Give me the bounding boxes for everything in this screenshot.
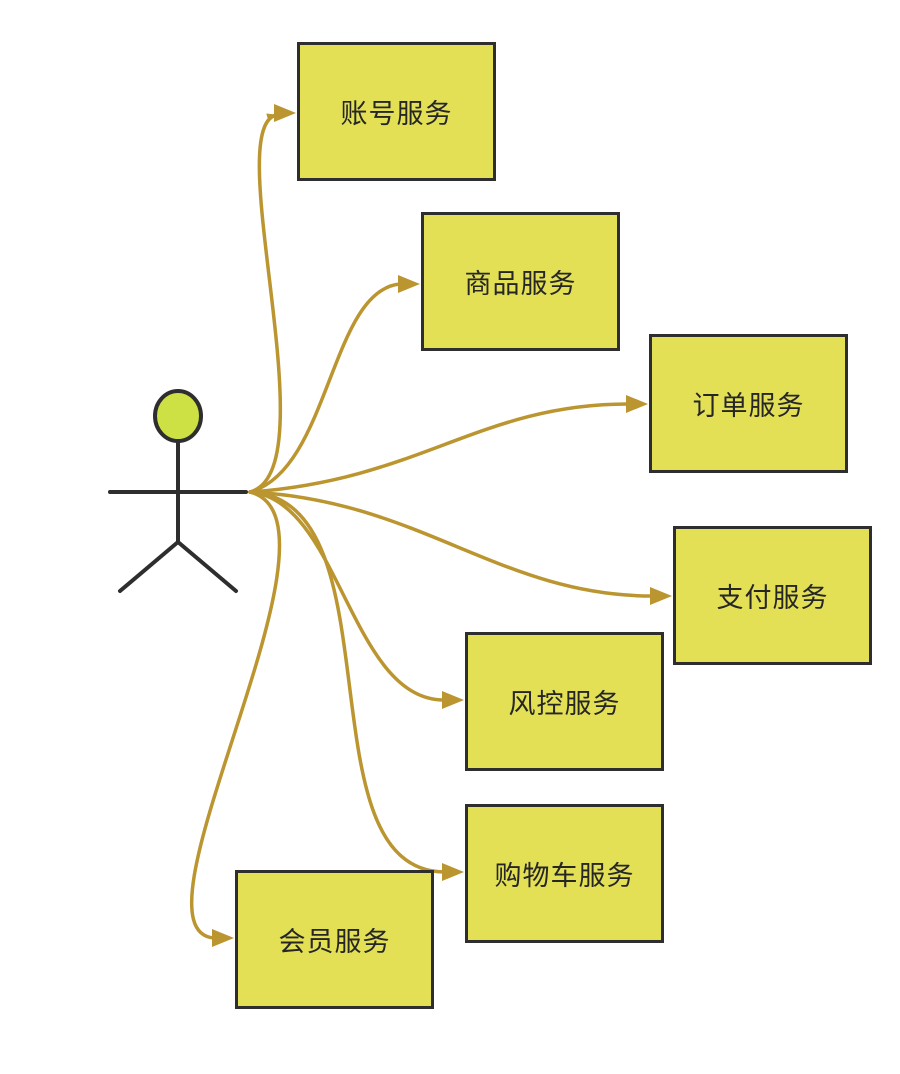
service-label-member: 会员服务 xyxy=(278,927,391,958)
service-label-risk: 风控服务 xyxy=(508,689,621,720)
service-box-account[interactable]: 账号服务 xyxy=(297,42,496,181)
arrow-head-cart xyxy=(442,863,464,881)
service-label-account: 账号服务 xyxy=(340,99,453,130)
actor-right-leg xyxy=(176,540,238,593)
connector-arrows xyxy=(190,104,672,947)
arrow-to-account xyxy=(248,113,283,494)
arrow-head-order xyxy=(626,395,648,413)
arrow-head-risk xyxy=(442,691,464,709)
arrow-head-member xyxy=(212,929,234,947)
arrow-to-member xyxy=(190,490,282,940)
arrow-to-product xyxy=(248,282,402,494)
service-box-risk[interactable]: 风控服务 xyxy=(465,632,664,771)
actor-left-leg xyxy=(118,540,180,593)
stick-figure-user-icon xyxy=(108,389,248,593)
arrow-to-cart xyxy=(248,490,446,874)
service-label-payment: 支付服务 xyxy=(716,583,829,614)
arrow-head-account xyxy=(274,104,296,122)
service-box-order[interactable]: 订单服务 xyxy=(649,334,848,473)
actor-head xyxy=(153,389,203,443)
arrow-to-order xyxy=(248,402,630,494)
service-box-member[interactable]: 会员服务 xyxy=(235,870,434,1009)
service-label-product: 商品服务 xyxy=(464,269,577,300)
service-box-product[interactable]: 商品服务 xyxy=(421,212,620,351)
service-label-order: 订单服务 xyxy=(692,391,805,422)
service-box-cart[interactable]: 购物车服务 xyxy=(465,804,664,943)
arrow-to-payment xyxy=(248,490,654,598)
arrow-head-payment xyxy=(650,587,672,605)
arrow-head-product xyxy=(398,275,420,293)
arrow-to-risk xyxy=(248,490,446,702)
service-box-payment[interactable]: 支付服务 xyxy=(673,526,872,665)
service-label-cart: 购物车服务 xyxy=(494,861,635,892)
